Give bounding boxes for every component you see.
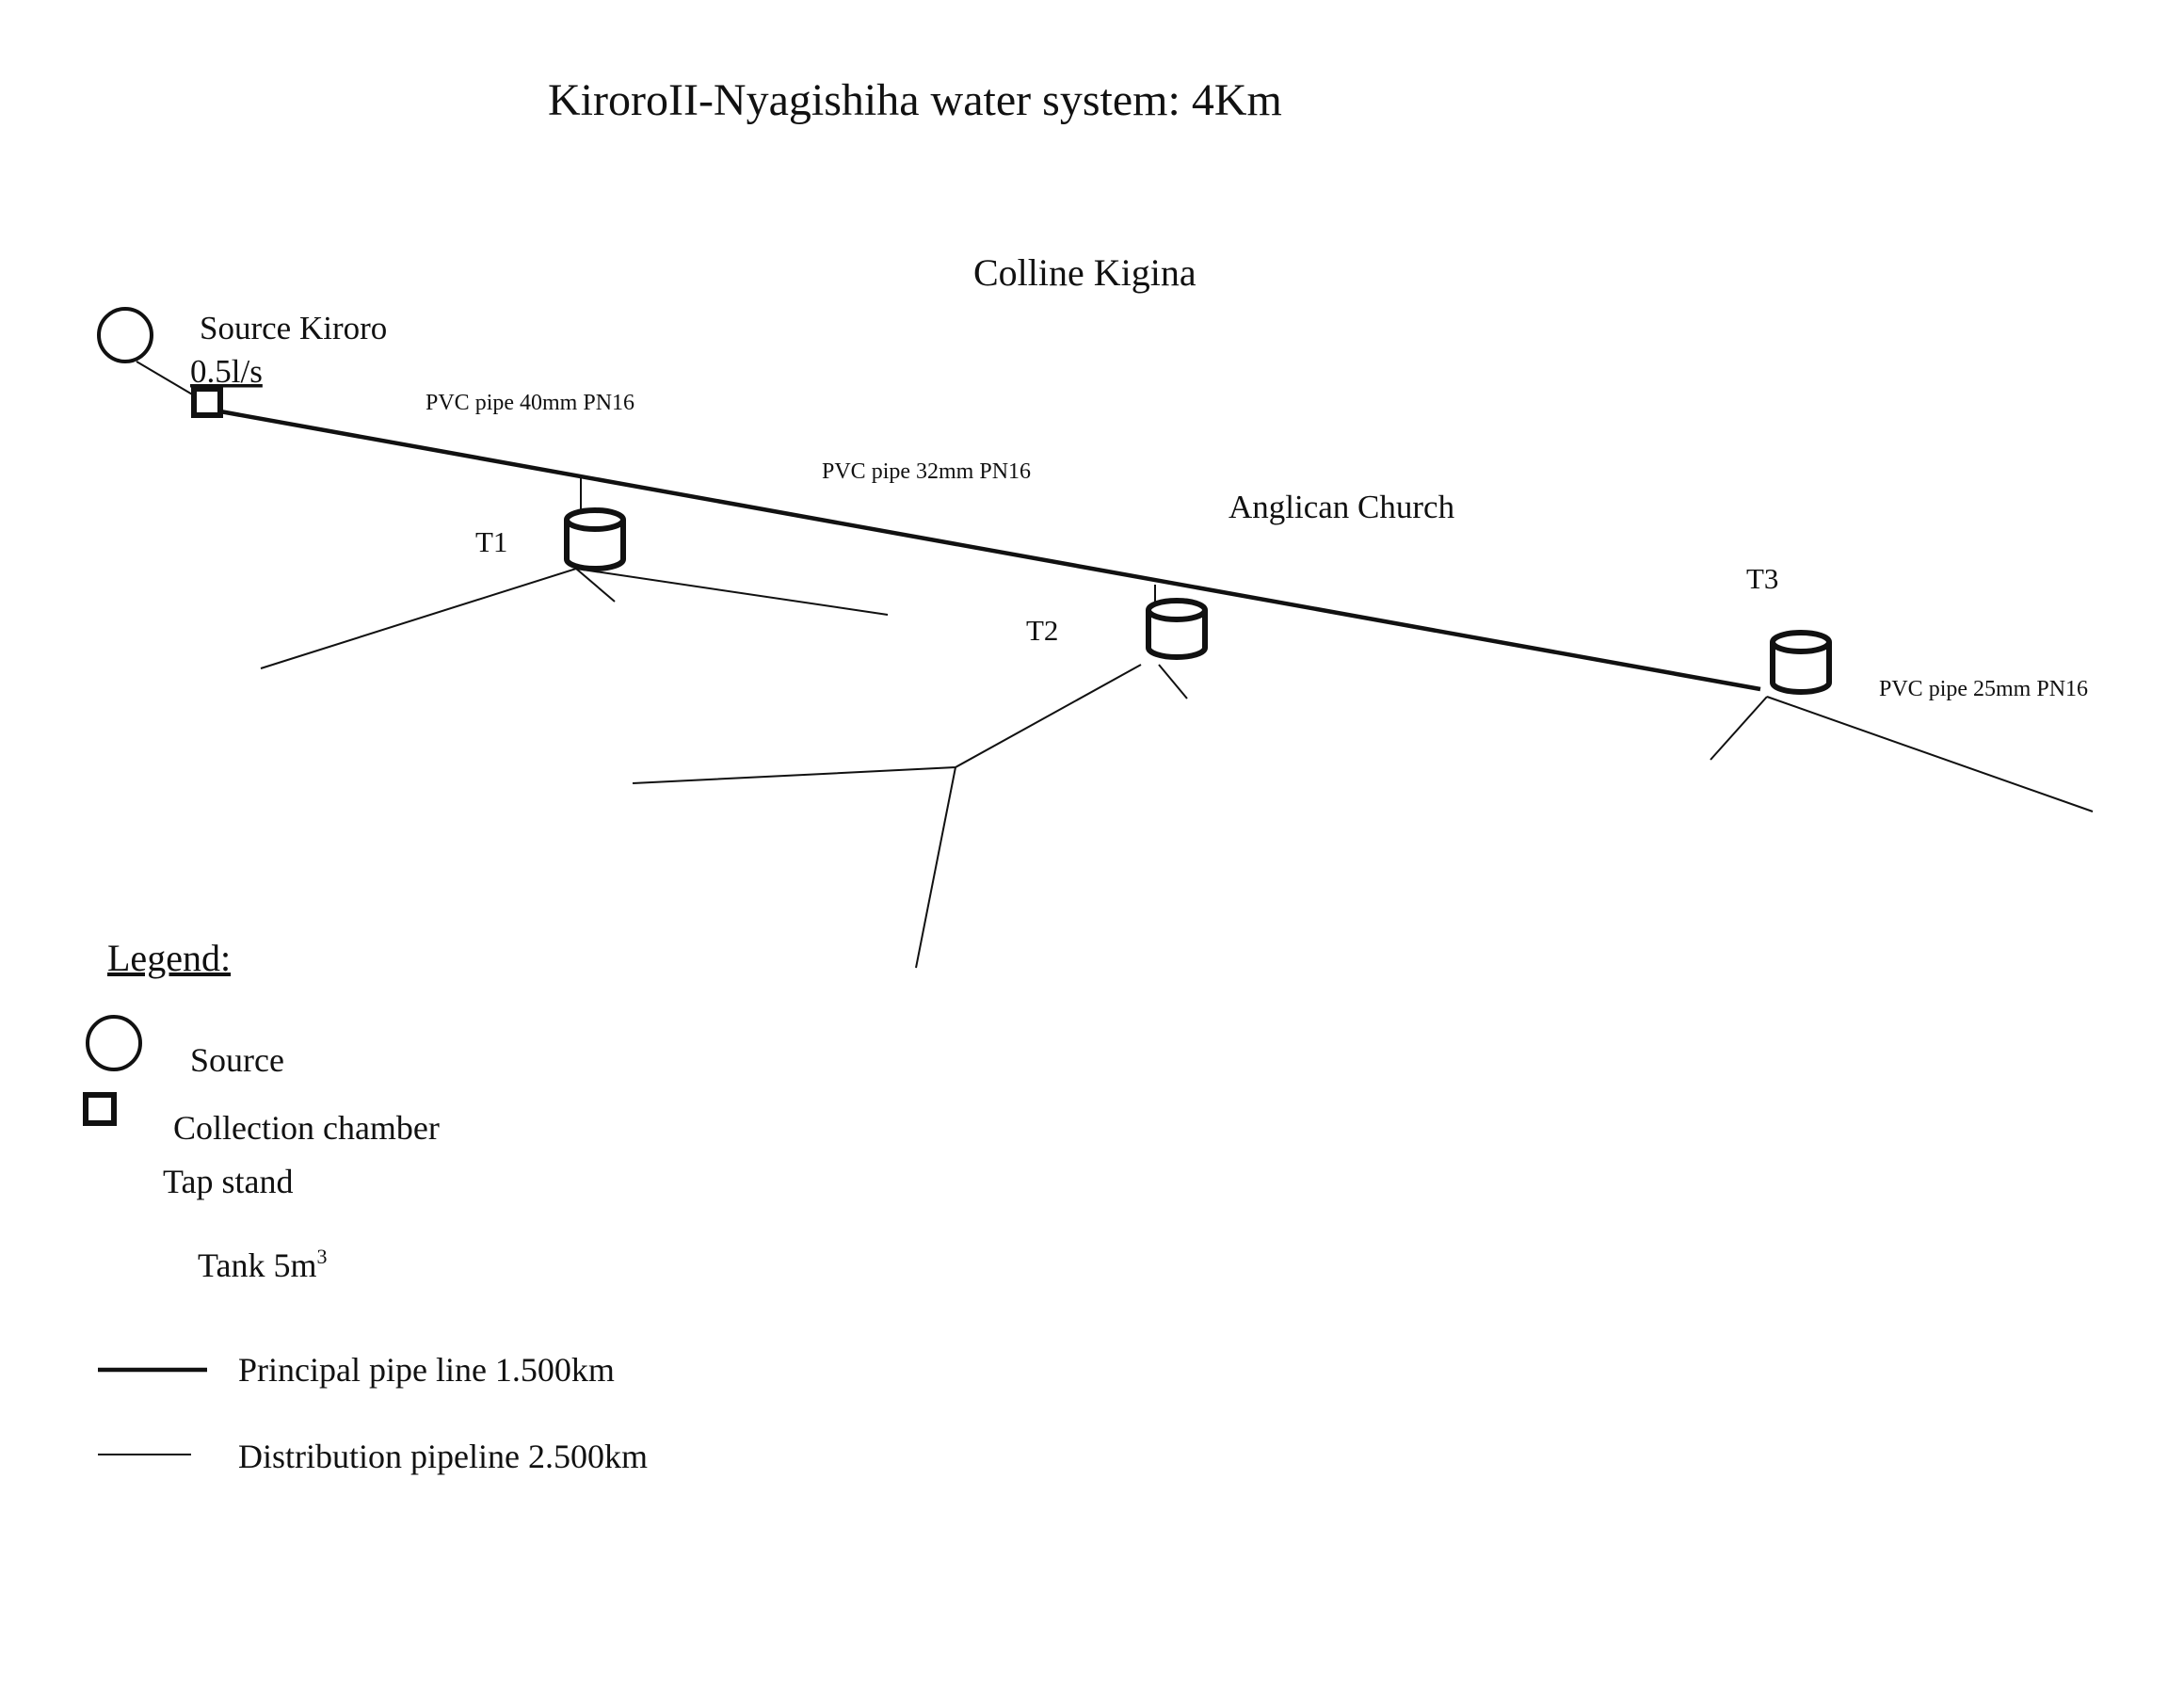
t3-branch-west-line xyxy=(1710,696,1768,761)
legend-source-icon xyxy=(86,1015,142,1071)
t2-tap-stub-line xyxy=(1158,664,1188,699)
t2-distribution-line xyxy=(632,664,1142,784)
source-circle-icon xyxy=(97,307,153,363)
t3-branch-east-line xyxy=(1766,696,2094,812)
tap-label-t1: T1 xyxy=(475,525,507,558)
pipe-32mm-label: PVC pipe 32mm PN16 xyxy=(822,459,1031,484)
legend-source-label: Source xyxy=(190,1041,284,1079)
tap-label-t3: T3 xyxy=(1746,562,1778,595)
legend-tank-label: Tank 5m3 xyxy=(198,1245,327,1284)
legend-chamber-icon xyxy=(83,1092,117,1126)
t2-branch-south-line xyxy=(915,766,956,969)
t1-tap-stub-line xyxy=(575,568,616,603)
tank-icon-t3 xyxy=(1770,630,1832,695)
diagram-title: KiroroII-Nyagishiha water system: 4Km xyxy=(548,75,1282,125)
colline-label: Colline Kigina xyxy=(973,251,1196,294)
source-name-label: Source Kiroro xyxy=(200,310,387,346)
legend-chamber-label: Collection chamber xyxy=(173,1109,440,1147)
principal-pipe-line xyxy=(219,409,1761,692)
tap-label-t2: T2 xyxy=(1026,614,1058,647)
pipe-40mm-label: PVC pipe 40mm PN16 xyxy=(426,391,634,415)
anglican-church-label: Anglican Church xyxy=(1228,489,1455,525)
collection-chamber-icon xyxy=(191,386,223,418)
legend-tap-stand-label: Tap stand xyxy=(163,1163,293,1200)
tank-icon-t2 xyxy=(1146,598,1208,660)
t1-distribution-line xyxy=(260,567,889,669)
source-flow-label: 0.5l/s xyxy=(190,353,263,390)
source-link-line xyxy=(136,361,195,396)
legend-distribution-label: Distribution pipeline 2.500km xyxy=(238,1438,648,1475)
pipe-25mm-label: PVC pipe 25mm PN16 xyxy=(1879,677,2088,701)
tank-icon-t1 xyxy=(564,507,626,571)
legend-principal-label: Principal pipe line 1.500km xyxy=(238,1351,615,1389)
legend-heading: Legend: xyxy=(107,937,231,979)
